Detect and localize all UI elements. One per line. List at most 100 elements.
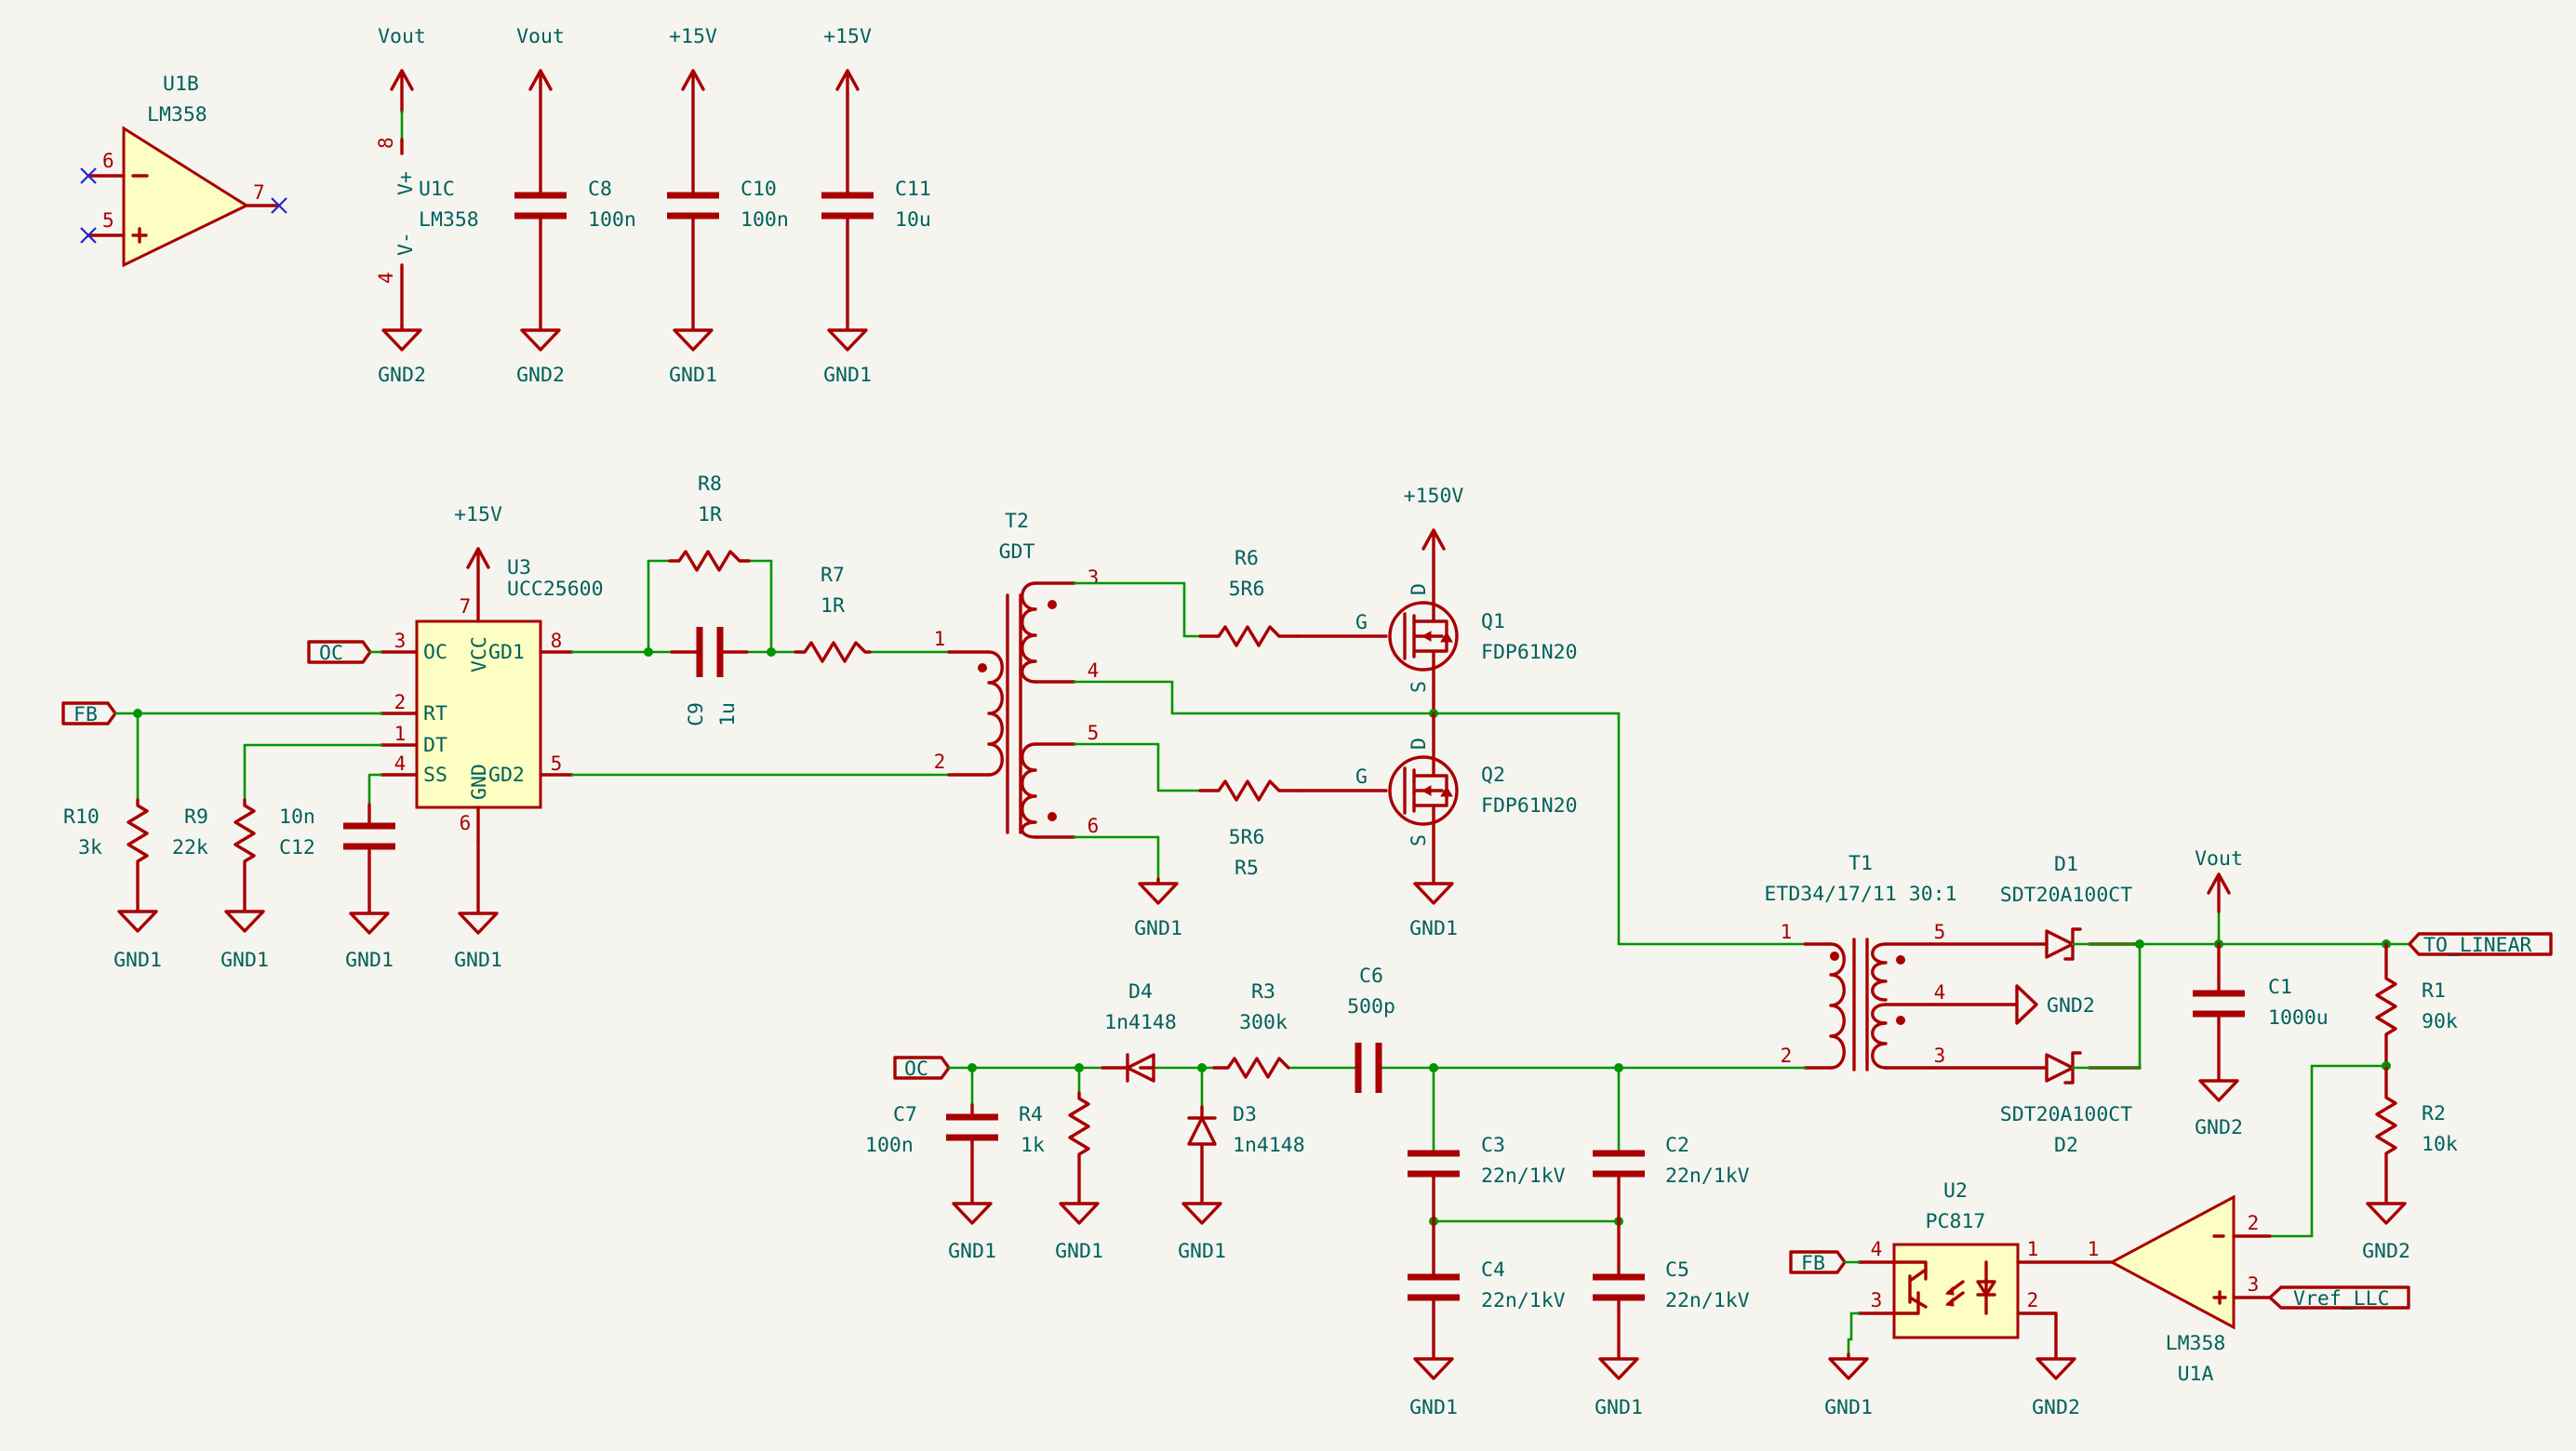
reference-designator: T1 — [1849, 852, 1873, 875]
junction-dot — [968, 1063, 977, 1072]
q1-mosfet[interactable]: G D S Q1 FDP61N20 — [1296, 579, 1578, 715]
reference-designator: C1 — [2268, 976, 2292, 999]
c10-capacitor[interactable]: +15V C10 100n GND1 — [667, 25, 789, 387]
gnd1-label: GND1 — [454, 949, 502, 972]
pin-name: DT — [423, 734, 447, 757]
r10-resistor[interactable]: R10 3k GND1 — [63, 798, 162, 972]
gnd2-label: GND2 — [516, 364, 565, 387]
junction-dot — [767, 647, 776, 657]
label-text: TO_LINEAR — [2423, 934, 2532, 957]
junction-dot — [644, 647, 653, 657]
c9-capacitor[interactable]: C9 1u — [670, 627, 749, 726]
pin-name: S — [1408, 834, 1431, 846]
component-value: LM358 — [2166, 1332, 2226, 1355]
q2-mosfet[interactable]: G D S Q2 FDP61N20 GND1 — [1296, 712, 1578, 940]
reference-designator: R1 — [2422, 979, 2446, 1003]
gnd2-symbol: GND2 — [2032, 1352, 2080, 1419]
junction-dot — [2135, 939, 2144, 949]
net-label-oc[interactable]: OC — [307, 640, 383, 665]
junction-dot — [1429, 1063, 1438, 1072]
gnd1-symbol: GND1 — [1824, 1352, 1873, 1419]
r3-resistor[interactable]: R3 300k — [1212, 980, 1290, 1079]
u1a-opamp[interactable]: 2 3 1 LM358 U1A — [2073, 1194, 2272, 1386]
d3-diode[interactable]: D3 1n4148 GND1 — [1178, 1103, 1305, 1263]
reference-designator: U2 — [1943, 1179, 1968, 1203]
c5-capacitor[interactable]: C5 22n/1kV GND1 — [1593, 1219, 1750, 1419]
net-label-to-linear[interactable]: TO_LINEAR — [2408, 932, 2553, 957]
gnd1-label: GND1 — [1055, 1240, 1103, 1263]
reference-designator: R2 — [2422, 1102, 2446, 1125]
no-connect-icon — [80, 167, 287, 244]
net-label-fb[interactable]: FB — [1789, 1250, 1861, 1275]
pin-name: GD1 — [488, 641, 525, 664]
reference-designator: R4 — [1019, 1103, 1043, 1126]
r4-resistor[interactable]: R4 1k GND1 — [1019, 1091, 1103, 1263]
pin-number: 5 — [1934, 921, 1946, 943]
component-value: 5R6 — [1229, 578, 1265, 601]
net-label-fb[interactable]: FB — [61, 701, 117, 726]
r6-resistor[interactable]: R6 5R6 — [1198, 547, 1300, 647]
gnd1-label: GND1 — [1134, 917, 1182, 940]
c1-capacitor[interactable]: C1 1000u GND2 — [2193, 942, 2329, 1139]
u1b-opamp[interactable]: 6 5 7 U1B LM358 — [80, 73, 287, 268]
pin-number: 7 — [253, 181, 265, 204]
t1-transformer[interactable]: 1 2 5 4 3 T1 ETD34/17/11 30:1 — [1764, 852, 1957, 1072]
r1-resistor[interactable]: R1 90k — [2375, 942, 2458, 1068]
component-value: 22n/1kV — [1665, 1165, 1750, 1188]
t2-gdt[interactable]: 1 2 3 4 5 6 T2 GDT — [934, 510, 1100, 839]
reference-designator: R6 — [1235, 547, 1259, 570]
net-label-vref-llc[interactable]: Vref_LLC — [2268, 1285, 2410, 1311]
net-label-oc[interactable]: OC — [893, 1056, 951, 1081]
pin-number: 3 — [1871, 1289, 1883, 1311]
c3-capacitor[interactable]: C3 22n/1kV — [1408, 1134, 1566, 1223]
c11-capacitor[interactable]: +15V C11 10u GND1 — [821, 25, 931, 387]
component-value: 1n4148 — [1233, 1134, 1305, 1157]
u3-ucc25600[interactable]: +15V 3 2 1 4 7 8 5 6 OC RT DT SS VCC GD1… — [380, 503, 604, 972]
plus-15v-label: +15V — [823, 25, 872, 48]
component-value: ETD34/17/11 30:1 — [1764, 883, 1956, 906]
c8-capacitor[interactable]: Vout C8 100n GND2 — [514, 25, 636, 387]
reference-designator: U1B — [163, 73, 199, 96]
c12-capacitor[interactable]: 10n C12 GND1 — [279, 803, 395, 972]
component-value: 1k — [1021, 1134, 1045, 1157]
reference-designator: C8 — [588, 178, 612, 201]
r7-resistor[interactable]: R7 1R — [794, 564, 872, 663]
pin-name: SS — [423, 764, 447, 787]
r2-resistor[interactable]: R2 10k GND2 — [2362, 1064, 2458, 1263]
component-value: FDP61N20 — [1481, 641, 1578, 664]
c6-capacitor[interactable]: C6 500p — [1347, 965, 1395, 1093]
gnd1-label: GND1 — [1409, 917, 1458, 940]
component-value: 22n/1kV — [1481, 1289, 1566, 1312]
u1c-power-unit[interactable]: 8 4 V+ V- U1C LM358 GND2 Vout — [375, 25, 479, 387]
pin-number: 6 — [1088, 815, 1100, 837]
reference-designator: R8 — [698, 473, 722, 496]
gnd1-label: GND1 — [948, 1240, 996, 1263]
r5-resistor[interactable]: 5R6 R5 — [1198, 779, 1300, 880]
reference-designator: C11 — [895, 178, 931, 201]
c7-capacitor[interactable]: C7 100n GND1 — [865, 1103, 998, 1263]
reference-designator: C7 — [893, 1103, 917, 1126]
reference-designator: R3 — [1251, 980, 1275, 1004]
pin-number: 3 — [2248, 1273, 2260, 1296]
d4-diode[interactable]: D4 1n4148 — [1101, 980, 1177, 1083]
c2-capacitor[interactable]: C2 22n/1kV — [1593, 1134, 1750, 1223]
u2-pc817[interactable]: 4 3 1 2 U2 PC817 — [1857, 1179, 2076, 1356]
r8-resistor[interactable]: R8 1R — [647, 473, 773, 572]
component-value: 10u — [895, 208, 931, 232]
wire — [947, 1066, 1807, 1223]
r9-resistor[interactable]: R9 22k GND1 — [172, 798, 269, 972]
component-value: 1u — [716, 702, 740, 726]
gnd1-label: GND1 — [823, 364, 872, 387]
component-value: 5R6 — [1229, 826, 1265, 849]
pin-number: 2 — [934, 751, 946, 773]
junction-dot — [1074, 1063, 1084, 1072]
component-value: 22n/1kV — [1665, 1289, 1750, 1312]
reference-designator: R7 — [821, 564, 845, 587]
reference-designator: D2 — [2054, 1134, 2078, 1157]
pin-name: G — [1355, 611, 1368, 634]
reference-designator: U1A — [2178, 1363, 2214, 1386]
pin-number: 8 — [375, 137, 397, 149]
pin-number: 1 — [2027, 1238, 2039, 1260]
c4-capacitor[interactable]: C4 22n/1kV GND1 — [1408, 1219, 1566, 1419]
pin-number: 2 — [2027, 1289, 2039, 1311]
